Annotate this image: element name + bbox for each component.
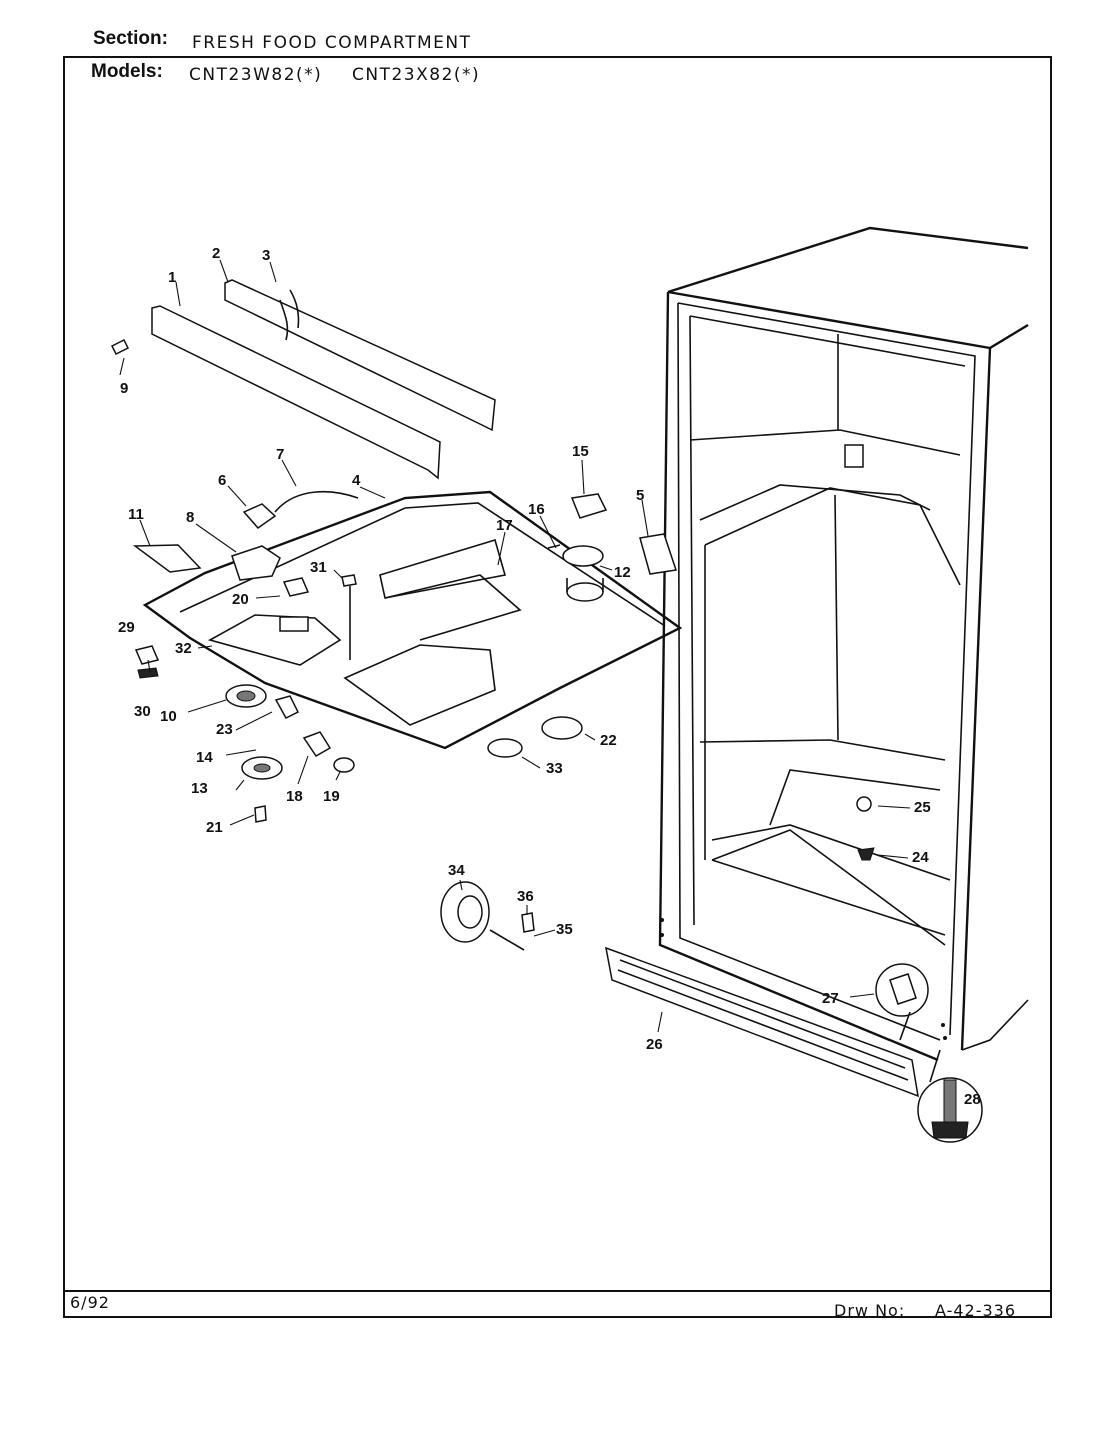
callout-24: 24 bbox=[912, 849, 929, 866]
models-label: Models: bbox=[91, 61, 163, 82]
model-number-2: CNT23X82(*) bbox=[352, 65, 481, 85]
callout-14: 14 bbox=[196, 749, 213, 766]
callout-4: 4 bbox=[352, 472, 361, 489]
callout-18: 18 bbox=[286, 788, 303, 805]
callout-26: 26 bbox=[646, 1036, 663, 1053]
callout-6: 6 bbox=[218, 472, 226, 489]
callout-13: 13 bbox=[191, 780, 208, 797]
callout-23: 23 bbox=[216, 721, 233, 738]
callout-8: 8 bbox=[186, 509, 194, 526]
callout-21: 21 bbox=[206, 819, 223, 836]
callout-36: 36 bbox=[517, 888, 534, 905]
callout-10: 10 bbox=[160, 708, 177, 725]
model-number-1: CNT23W82(*) bbox=[189, 65, 323, 85]
callout-19: 19 bbox=[323, 788, 340, 805]
callout-30: 30 bbox=[134, 703, 151, 720]
drawing-frame bbox=[63, 56, 1052, 1318]
callout-34: 34 bbox=[448, 862, 465, 879]
callout-labels: 1 2 3 9 7 6 4 15 5 11 8 16 17 31 12 20 2… bbox=[118, 245, 981, 1108]
callout-9: 9 bbox=[120, 380, 128, 397]
callout-2: 2 bbox=[212, 245, 220, 262]
callout-31: 31 bbox=[310, 559, 327, 576]
drawing-number: A-42-336 bbox=[935, 1301, 1017, 1320]
callout-28: 28 bbox=[964, 1091, 981, 1108]
cabinet-assembly bbox=[658, 226, 1029, 1062]
callout-5: 5 bbox=[636, 487, 644, 504]
callout-7: 7 bbox=[276, 446, 284, 463]
callout-29: 29 bbox=[118, 619, 135, 636]
callout-12: 12 bbox=[614, 564, 631, 581]
callout-16: 16 bbox=[528, 501, 545, 518]
drawing-number-label: Drw No: bbox=[834, 1301, 906, 1320]
revision-date: 6/92 bbox=[70, 1293, 110, 1312]
callout-3: 3 bbox=[262, 247, 270, 264]
callout-32: 32 bbox=[175, 640, 192, 657]
callout-27: 27 bbox=[822, 990, 839, 1007]
callout-33: 33 bbox=[546, 760, 563, 777]
section-label: Section: bbox=[93, 28, 168, 49]
callout-35: 35 bbox=[556, 921, 573, 938]
callout-11: 11 bbox=[128, 506, 144, 523]
callout-1: 1 bbox=[168, 269, 176, 286]
rail-parts bbox=[151, 279, 496, 480]
callout-17: 17 bbox=[496, 517, 513, 534]
callout-20: 20 bbox=[232, 591, 249, 608]
callout-15: 15 bbox=[572, 443, 589, 460]
small-parts bbox=[110, 338, 983, 1143]
leader-lines bbox=[119, 259, 911, 1033]
footer-divider bbox=[63, 1290, 1052, 1292]
section-title: FRESH FOOD COMPARTMENT bbox=[192, 33, 472, 53]
callout-22: 22 bbox=[600, 732, 617, 749]
callout-25: 25 bbox=[914, 799, 931, 816]
shelf-pan-assembly bbox=[142, 490, 683, 750]
